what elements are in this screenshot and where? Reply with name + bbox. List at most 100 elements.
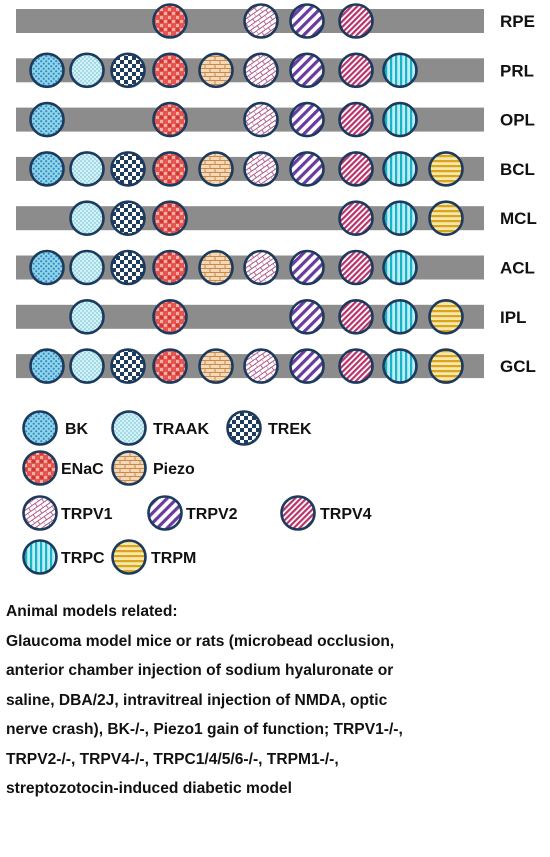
channel-marker-trpv4 [338,151,374,187]
legend-item-trpv4: TRPV4 [280,495,372,531]
channel-marker-bk [29,101,65,138]
channel-marker-trek [110,151,146,187]
channel-marker-piezo [198,52,234,89]
layer-label: RPE [500,12,535,31]
legend-swatch [22,539,58,575]
channel-marker-traak [69,200,105,236]
channel-marker-enac [152,3,188,39]
legend-item-bk: BK [22,410,89,446]
channel-marker-trek [110,249,146,286]
channel-marker-trpv4 [338,101,374,138]
legend-item-trpv2: TRPV2 [147,495,238,531]
legend-swatch [226,410,262,446]
legend-swatch [22,495,58,531]
channel-marker-bk [29,52,65,89]
layer-acl: ACL [16,249,535,286]
channel-marker-trpc [382,151,418,187]
legend-swatch [147,495,183,531]
channel-marker-trpc [382,249,418,286]
channel-marker-enac [152,200,188,236]
channel-marker-trpv2 [289,101,325,138]
channel-marker-piezo [198,348,234,384]
channel-marker-traak [69,249,105,286]
channel-marker-piezo [198,151,234,187]
channel-marker-bk [29,151,65,187]
legend-label: TRPV1 [61,506,113,523]
channel-marker-trpv2 [289,249,325,286]
channel-marker-trek [110,52,146,89]
layer-label: OPL [500,111,535,130]
channel-marker-enac [152,151,188,187]
legend-item-traak: TRAAK [111,410,209,446]
legend-item-piezo: Piezo [111,450,195,486]
channel-marker-trpc [382,348,418,384]
layer-prl: PRL [16,52,534,89]
legend-label: TRPV4 [320,506,372,523]
channel-marker-trpv4 [338,249,374,286]
channel-marker-trpm [428,298,464,335]
legend-label: TRAAK [153,421,209,438]
legend-swatch [280,495,316,531]
channel-marker-enac [152,52,188,89]
channel-marker-trpc [382,200,418,236]
layer-opl: OPL [16,101,535,138]
channel-marker-trpv1 [243,3,279,39]
channel-marker-enac [152,249,188,286]
channel-marker-piezo [198,249,234,286]
legend-swatch [111,450,147,486]
legend-swatch [111,410,147,446]
layer-rpe: RPE [16,3,535,39]
notes-line: anterior chamber injection of sodium hya… [6,662,394,679]
layer-label: MCL [500,209,537,228]
channel-marker-trpv4 [338,348,374,384]
channel-marker-traak [69,151,105,187]
channel-marker-trpm [428,151,464,187]
layer-gcl: GCL [16,348,536,384]
layer-label: IPL [500,308,526,327]
channel-marker-trpv1 [243,348,279,384]
channel-marker-trpv1 [243,101,279,138]
layer-label: GCL [500,357,536,376]
legend-label: TRPV2 [186,506,238,523]
channel-marker-trpv2 [289,3,325,39]
legend-swatch [22,410,58,446]
channel-marker-trpv1 [243,52,279,89]
legend-label: TRPC [61,550,105,567]
layer-mcl: MCL [16,200,537,236]
channel-marker-trpv4 [338,200,374,236]
channel-marker-trpm [428,348,464,384]
legend-label: Piezo [153,461,195,478]
channel-marker-trpm [428,200,464,236]
layer-label: ACL [500,259,535,278]
notes-heading: Animal models related: [6,603,178,620]
legend-label: BK [65,421,89,438]
channel-marker-enac [152,348,188,384]
channel-marker-trpc [382,52,418,89]
legend-swatch [111,539,147,575]
channel-marker-bk [29,348,65,384]
channel-marker-enac [152,101,188,138]
notes-line: streptozotocin-induced diabetic model [6,780,292,797]
channel-marker-trpv2 [289,298,325,335]
channel-marker-traak [69,52,105,89]
legend-item-trpv1: TRPV1 [22,495,113,531]
layer-label: PRL [500,61,534,80]
channel-marker-trpv1 [243,249,279,286]
legend-item-trek: TREK [226,410,312,446]
channel-marker-trpc [382,101,418,138]
animal-models-note: Animal models related: Glaucoma model mi… [6,597,546,804]
channel-marker-traak [69,348,105,384]
channel-marker-enac [152,298,188,335]
channel-marker-trpv2 [289,348,325,384]
layer-ipl: IPL [16,298,526,335]
channel-marker-trpv4 [338,52,374,89]
legend-item-enac: ENaC [22,450,104,486]
channel-marker-traak [69,298,105,335]
channel-marker-trpv4 [338,3,374,39]
legend-swatch [22,450,58,486]
channel-marker-trpv4 [338,298,374,335]
legend-item-trpc: TRPC [22,539,105,575]
